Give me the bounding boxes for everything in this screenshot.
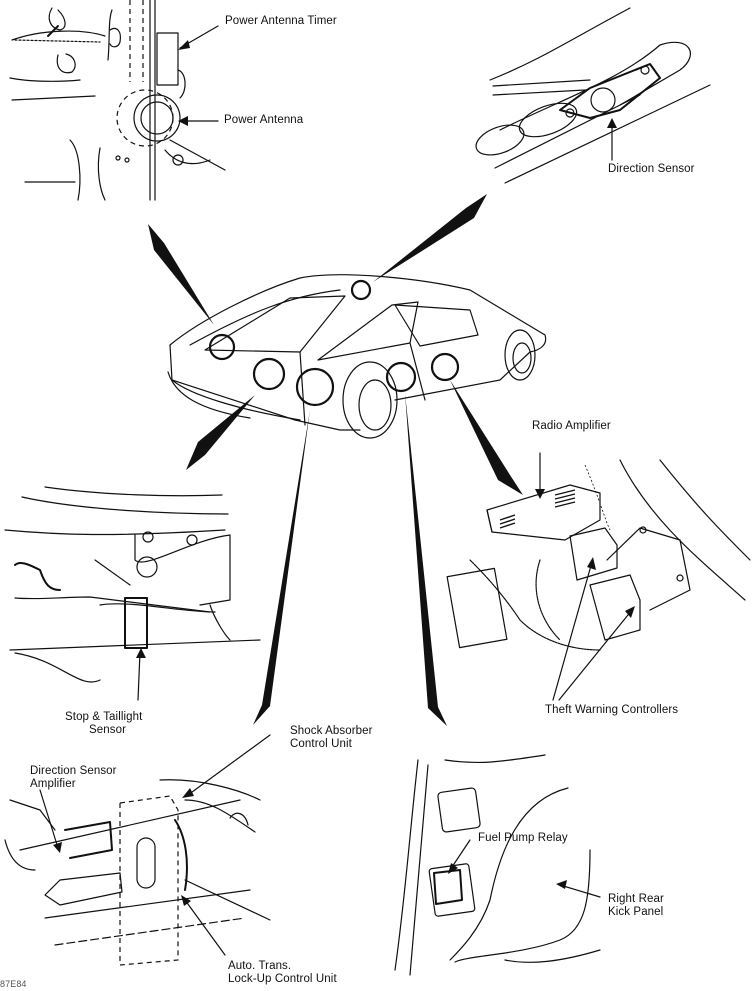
location-marker	[385, 361, 417, 393]
arrow-to-radio-amplifier	[450, 380, 523, 495]
location-marker	[295, 367, 335, 407]
label-right-rear-kick-panel: Right Rear Kick Panel	[608, 893, 664, 919]
label-line-1: Stop & Taillight	[65, 711, 143, 723]
arrow-to-shock-absorber	[253, 410, 310, 725]
label-line-2: Control Unit	[290, 738, 352, 750]
label-theft-warning-controllers: Theft Warning Controllers	[545, 704, 679, 716]
location-marker	[208, 333, 236, 361]
label-line-2: Sensor	[88, 724, 127, 736]
label-shock-absorber-control-unit: Shock Absorber Control Unit	[290, 725, 373, 751]
label-direction-sensor-amplifier: Direction Sensor Amplifier	[30, 765, 117, 791]
label-line-2: Amplifier	[30, 778, 76, 790]
label-line-1: Auto. Trans.	[228, 960, 292, 972]
fuel-pump-detail	[394, 754, 601, 976]
label-stop-taillight-sensor: Stop & Taillight Sensor	[65, 711, 150, 737]
location-marker	[252, 357, 286, 391]
arrow-to-power-antenna	[148, 224, 214, 325]
label-auto-trans-lockup-control-unit: Auto. Trans. Lock-Up Control Unit	[228, 960, 337, 986]
location-marker	[430, 352, 460, 382]
location-marker	[350, 279, 372, 301]
label-power-antenna: Power Antenna	[224, 114, 304, 126]
label-line-1: Right Rear	[608, 893, 664, 905]
label-line-1: Shock Absorber	[290, 725, 373, 737]
radio-amplifier-detail	[446, 452, 751, 701]
car-illustration	[167, 274, 547, 439]
label-power-antenna-timer: Power Antenna Timer	[225, 15, 337, 27]
arrow-to-stop-taillight	[186, 395, 255, 470]
direction-sensor-detail	[475, 7, 711, 184]
label-line-2: Lock-Up Control Unit	[228, 973, 337, 985]
shock-absorber-detail	[4, 734, 271, 966]
pointer-arrows	[148, 194, 523, 726]
label-line-2: Kick Panel	[608, 906, 664, 918]
label-fuel-pump-relay: Fuel Pump Relay	[478, 832, 568, 844]
figure-id: 87E84	[0, 979, 27, 989]
power-antenna-detail	[9, 0, 226, 201]
label-direction-sensor: Direction Sensor	[608, 163, 695, 175]
label-radio-amplifier: Radio Amplifier	[532, 420, 611, 432]
arrow-to-fuel-pump	[405, 393, 447, 726]
stop-taillight-detail	[4, 486, 261, 701]
label-line-1: Direction Sensor	[30, 765, 117, 777]
arrow-to-direction-sensor	[373, 194, 487, 282]
